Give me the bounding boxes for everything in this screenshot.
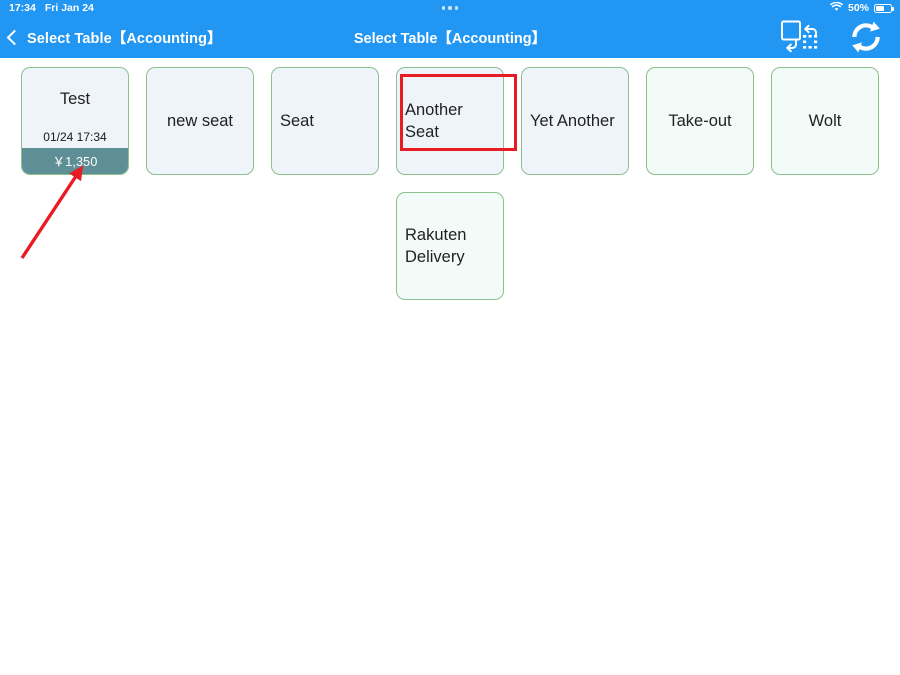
battery-icon	[874, 3, 894, 13]
table-card-label: Take-out	[668, 111, 732, 130]
table-card[interactable]: Test 01/24 17:34 ￥1,350	[21, 67, 129, 175]
table-card[interactable]: Take-out	[646, 67, 754, 175]
table-card-label: Rakuten Delivery	[405, 225, 467, 266]
table-card[interactable]: Seat	[271, 67, 379, 175]
multitask-dots-icon	[441, 6, 459, 10]
battery-percent-label: 50%	[847, 2, 869, 14]
wifi-icon	[830, 1, 843, 15]
refresh-icon	[848, 21, 884, 59]
status-bar-time: 17:34	[9, 2, 36, 14]
status-bar-right: 50%	[830, 1, 894, 15]
table-card[interactable]: Rakuten Delivery	[396, 192, 504, 300]
status-bar-date: Fri Jan 24	[44, 2, 94, 14]
table-card-timestamp: 01/24 17:34	[43, 130, 107, 144]
table-card-label: Yet Another	[530, 111, 615, 130]
status-bar-center	[0, 0, 900, 16]
back-button-label: Select Table【Accounting】	[27, 30, 222, 47]
table-card[interactable]: new seat	[146, 67, 254, 175]
move-table-button[interactable]	[780, 19, 822, 55]
navigation-bar: Select Table【Accounting】 Select Table【Ac…	[0, 16, 900, 58]
refresh-button[interactable]	[848, 19, 884, 55]
table-card[interactable]: Another Seat	[396, 67, 504, 175]
table-card-label: new seat	[166, 111, 234, 130]
table-card-label: Test	[59, 89, 91, 108]
move-table-icon	[780, 20, 822, 59]
table-card-total: ￥1,350	[22, 148, 128, 174]
page-title: Select Table【Accounting】	[353, 30, 547, 47]
table-card[interactable]: Wolt	[771, 67, 879, 175]
status-bar-left: 17:34 Fri Jan 24	[9, 2, 94, 14]
ios-status-bar: 17:34 Fri Jan 24 50%	[0, 0, 900, 16]
back-button[interactable]: Select Table【Accounting】	[6, 16, 222, 58]
nav-actions	[780, 16, 884, 58]
table-grid: Test 01/24 17:34 ￥1,350 new seat Seat Another…	[0, 58, 900, 675]
table-card-label: Wolt	[808, 111, 842, 130]
table-card[interactable]: Yet Another	[521, 67, 629, 175]
table-card-label: Seat	[280, 111, 314, 130]
table-card-label: Another Seat	[405, 100, 463, 141]
